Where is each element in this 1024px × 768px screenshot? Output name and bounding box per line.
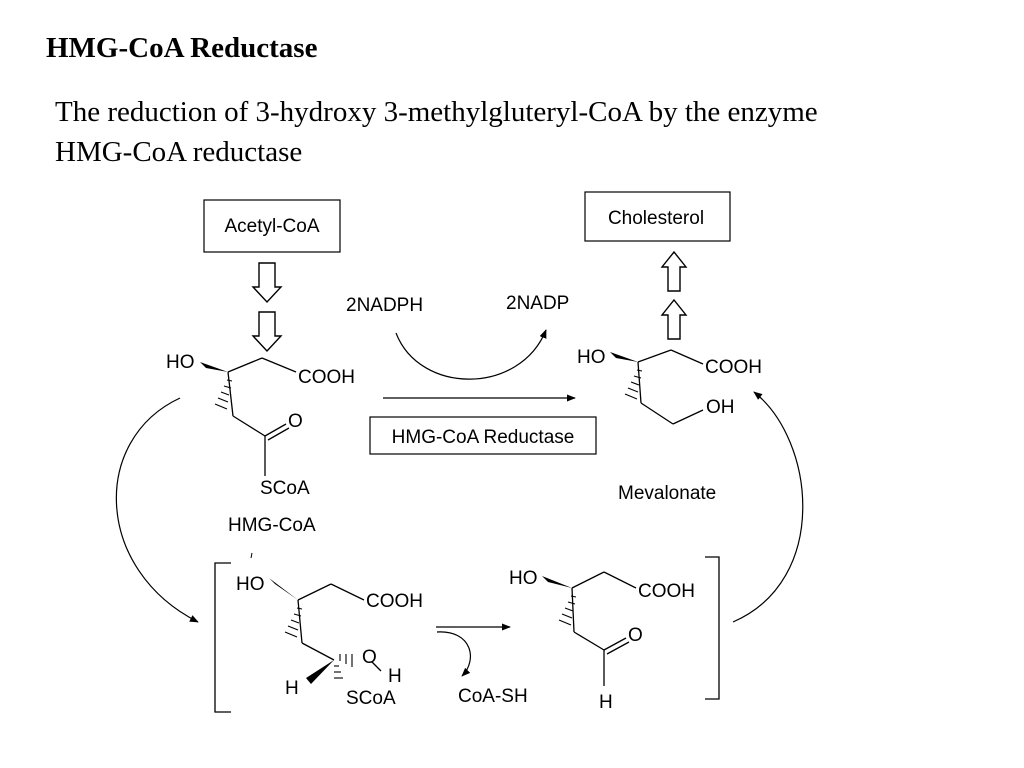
intro-line-2: HMG-CoA reductase bbox=[55, 136, 303, 168]
coa-sh-release-arrow bbox=[436, 631, 471, 677]
mevalonate-cooh: COOH bbox=[705, 357, 762, 378]
intermediate-2-ho: HO bbox=[509, 568, 538, 589]
intermediate-1-h: H bbox=[285, 678, 299, 699]
intermediate-1-structure bbox=[269, 578, 382, 684]
enzyme-box: HMG-CoA Reductase bbox=[369, 416, 597, 455]
intermediate-1-h-hydroxyl: H bbox=[388, 666, 402, 687]
hmg-coa-cooh: COOH bbox=[298, 367, 355, 388]
cholesterol-box: Cholesterol bbox=[584, 191, 731, 242]
intermediate-1-o: O bbox=[362, 647, 377, 668]
intermediate-2-structure bbox=[542, 571, 637, 686]
hmg-coa-structure bbox=[200, 357, 297, 476]
mevalonate-oh: OH bbox=[706, 397, 735, 418]
hmg-coa-ho: HO bbox=[166, 352, 195, 373]
enzyme-label: HMG-CoA Reductase bbox=[392, 427, 575, 448]
cholesterol-label: Cholesterol bbox=[608, 208, 704, 229]
hmg-coa-o: O bbox=[288, 411, 303, 432]
intermediate-1-cooh: COOH bbox=[366, 591, 423, 612]
nadph-label: 2NADPH bbox=[346, 295, 423, 316]
right-bracket bbox=[705, 556, 720, 700]
right-cycle-arrow bbox=[732, 391, 804, 623]
intermediate-1-ho: HO bbox=[236, 574, 265, 595]
intro-line-1: The reduction of 3-hydroxy 3-methylglute… bbox=[55, 96, 818, 128]
hmg-coa-scoa: SCoA bbox=[260, 478, 310, 499]
open-arrow-up-2 bbox=[660, 298, 688, 340]
left-bracket bbox=[214, 562, 231, 713]
left-cycle-arrow bbox=[115, 397, 199, 623]
acetyl-coa-box: Acetyl-CoA bbox=[203, 199, 341, 253]
mevalonate-name: Mevalonate bbox=[618, 483, 716, 504]
nadph-curve-arrow bbox=[395, 329, 547, 380]
stray-tick bbox=[250, 552, 253, 559]
open-arrow-up-1 bbox=[660, 250, 688, 292]
open-arrow-down-1 bbox=[251, 262, 283, 304]
intermediate-2-o: O bbox=[628, 625, 643, 646]
coa-sh-label: CoA-SH bbox=[458, 686, 528, 707]
hmg-coa-name: HMG-CoA bbox=[228, 515, 316, 536]
intermediate-2-h: H bbox=[599, 692, 613, 713]
open-arrow-down-2 bbox=[251, 311, 283, 353]
page-title: HMG-CoA Reductase bbox=[46, 32, 318, 64]
mevalonate-structure bbox=[610, 349, 704, 425]
intermediate-1-scoa: SCoA bbox=[346, 688, 396, 709]
intro-text: The reduction of 3-hydroxy 3-methylglute… bbox=[55, 92, 995, 172]
intermediate-2-cooh: COOH bbox=[638, 581, 695, 602]
acetyl-coa-label: Acetyl-CoA bbox=[224, 216, 319, 237]
mevalonate-ho: HO bbox=[577, 347, 606, 368]
nadp-label: 2NADP bbox=[506, 293, 569, 314]
